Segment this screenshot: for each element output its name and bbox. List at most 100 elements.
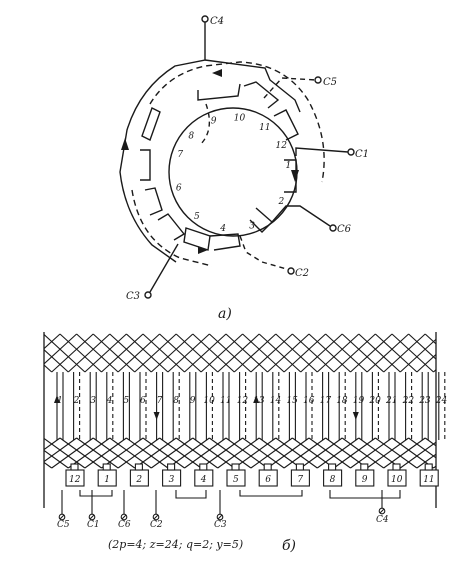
terminal-label-b-c5: C5 <box>57 520 70 530</box>
end-wire <box>218 334 260 372</box>
end-wire <box>209 334 251 372</box>
arrow-icon <box>353 412 359 420</box>
arrow-icon <box>212 69 222 77</box>
terminal-label-c1: C1 <box>355 149 369 160</box>
end-wire <box>110 438 152 468</box>
slot-number-a: 11 <box>259 123 270 133</box>
end-wire <box>367 334 409 372</box>
end-winding-top <box>0 334 475 372</box>
terminal-leads-b <box>59 490 400 520</box>
slot-block-4 <box>184 228 210 250</box>
terminal-label-c2: C2 <box>295 268 309 279</box>
end-wire <box>417 334 459 372</box>
end-wire <box>110 334 152 372</box>
end-wire <box>384 334 426 372</box>
end-wire <box>243 438 285 468</box>
end-wire <box>309 334 351 372</box>
end-wire <box>334 438 376 468</box>
end-wire <box>442 334 475 372</box>
end-wire <box>384 438 426 468</box>
dashed-lead-c2 <box>240 236 290 270</box>
end-wire <box>185 334 227 372</box>
end-wire <box>27 438 69 468</box>
coil-number: 9 <box>362 475 368 485</box>
slot-block-5 <box>158 214 184 240</box>
end-wire <box>0 438 19 468</box>
end-wire <box>0 334 10 372</box>
end-wire <box>367 438 409 468</box>
slot-number-a: 3 <box>249 222 255 232</box>
end-wire <box>19 438 61 468</box>
end-wire <box>160 438 202 468</box>
slot-number-b: 22 <box>402 396 415 406</box>
coil-connector <box>330 490 400 498</box>
end-wire <box>450 438 475 468</box>
slot-number-a: 9 <box>211 116 217 126</box>
lead-c3 <box>150 244 178 292</box>
coil-number: 11 <box>423 475 434 485</box>
terminal-c1-dot <box>348 149 354 155</box>
lead-c6 <box>272 206 330 226</box>
end-wire <box>93 334 135 372</box>
coil-tab <box>393 464 400 470</box>
slot-block-6 <box>145 188 162 215</box>
coil-tab <box>425 464 432 470</box>
winding-parameters: (2p=4; z=24; q=2; y=5) <box>108 538 243 551</box>
end-wire <box>442 438 475 468</box>
end-wire <box>10 334 52 372</box>
slot-number-b: 12 <box>237 396 249 406</box>
end-wire <box>168 334 210 372</box>
end-wire <box>0 438 27 468</box>
end-wire <box>135 334 177 372</box>
end-wire <box>351 334 393 372</box>
end-wire <box>392 334 434 372</box>
end-wire <box>284 438 326 468</box>
coil-connector <box>80 490 112 496</box>
phase-outer-coil-top <box>205 60 300 112</box>
coil-tab <box>71 464 78 470</box>
arrow-icon <box>121 138 129 150</box>
coil-number: 2 <box>135 475 142 485</box>
slot-conductors <box>54 372 445 440</box>
end-wire <box>326 334 368 372</box>
lead-c1 <box>296 148 348 156</box>
slot-number-b: 11 <box>220 396 231 406</box>
terminal-c6-dot <box>330 225 336 231</box>
slot-number-a: 8 <box>188 132 194 142</box>
slot-number-a: 10 <box>234 113 246 123</box>
coil-number: 5 <box>233 475 239 485</box>
end-wire <box>77 334 119 372</box>
end-wire <box>317 438 359 468</box>
end-wire <box>93 438 135 468</box>
end-wire <box>43 438 85 468</box>
terminal-label-c5: C5 <box>323 77 337 88</box>
slot-number-b: 18 <box>336 396 348 406</box>
end-wire <box>60 334 102 372</box>
end-wire <box>243 334 285 372</box>
slot-number-b: 1 <box>57 396 63 406</box>
terminal-label-c6: C6 <box>337 224 352 235</box>
slot-number-b: 16 <box>303 396 315 406</box>
slot-block-7 <box>140 150 150 180</box>
slot-number-a: 4 <box>219 224 226 234</box>
end-wire <box>0 334 27 372</box>
end-wire <box>118 334 160 372</box>
arrow-icon <box>154 412 160 420</box>
slot-number-b: 10 <box>203 396 215 406</box>
end-wire <box>334 334 376 372</box>
slot-number-a: 5 <box>194 212 200 222</box>
end-wire <box>251 334 293 372</box>
end-wire <box>342 334 384 372</box>
coil-tab <box>264 464 271 470</box>
end-wire <box>35 334 77 372</box>
terminal-c2-dot <box>288 268 294 274</box>
slot-number-b: 14 <box>270 396 282 406</box>
dashed-inner-link-1 <box>200 104 209 145</box>
terminal-label-b-c1: C1 <box>87 520 100 530</box>
slot-number-b: 20 <box>368 396 381 406</box>
end-wire <box>68 334 110 372</box>
coil-number: 3 <box>169 475 175 485</box>
terminal-label-c4: C4 <box>210 16 224 27</box>
coil-number: 6 <box>265 475 271 485</box>
end-wire <box>10 438 52 468</box>
